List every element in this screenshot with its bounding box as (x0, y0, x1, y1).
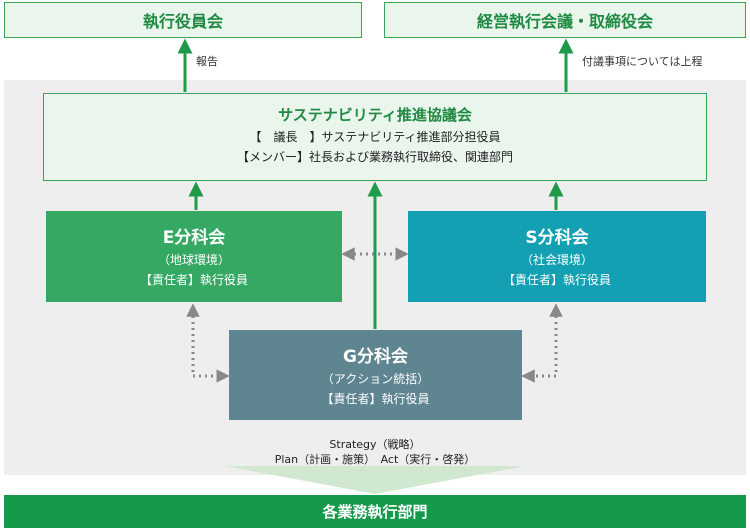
management-board-label: 経営執行会議・取締役会 (476, 12, 653, 31)
executive-officers-meeting-label: 執行役員会 (142, 12, 223, 31)
strategy-line-1: Strategy（戦略） (329, 438, 421, 451)
council-title: サステナビリティ推進協議会 (278, 106, 472, 124)
e-subcommittee-lead: 【責任者】執行役員 (139, 273, 248, 287)
management-board-box: 経営執行会議・取締役会 (384, 2, 746, 38)
strategy-labels: Strategy（戦略） Plan（計画・施策） Act（実行・啓発） (200, 437, 550, 467)
council-member-line: 【メンバー】社長および業務執行取締役、関連部門 (236, 150, 513, 164)
e-subcommittee-box: E分科会 （地球環境） 【責任者】執行役員 (46, 211, 342, 302)
s-subcommittee-lead: 【責任者】執行役員 (502, 273, 611, 287)
sustainability-council-box: サステナビリティ推進協議会 【 議長 】サステナビリティ推進部分担役員 【メンバ… (43, 93, 707, 181)
executive-officers-meeting-box: 執行役員会 (4, 2, 362, 38)
council-chair-line: 【 議長 】サステナビリティ推進部分担役員 (249, 130, 501, 144)
submission-note: 付議事項については上程 (582, 55, 703, 68)
business-execution-divisions-bar: 各業務執行部門 (4, 495, 746, 528)
dotted-arrow-s-g (521, 303, 563, 383)
s-subcommittee-name: S分科会 (525, 228, 589, 248)
s-subcommittee-box: S分科会 （社会環境） 【責任者】執行役員 (408, 211, 706, 302)
s-subcommittee-scope: （社会環境） (520, 253, 593, 267)
dotted-arrow-e-g (186, 303, 230, 383)
e-subcommittee-scope: （地球環境） (157, 253, 230, 267)
business-execution-divisions-label: 各業務執行部門 (322, 503, 428, 521)
g-subcommittee-name: G分科会 (343, 347, 408, 367)
g-subcommittee-box: G分科会 （アクション統括） 【責任者】執行役員 (229, 330, 522, 420)
strategy-funnel (225, 466, 525, 494)
g-subcommittee-scope: （アクション統括） (321, 372, 430, 386)
report-note: 報告 (196, 55, 218, 68)
e-subcommittee-name: E分科会 (162, 228, 226, 248)
g-subcommittee-lead: 【責任者】執行役員 (321, 392, 430, 406)
strategy-line-2: Plan（計画・施策） Act（実行・啓発） (274, 453, 476, 466)
